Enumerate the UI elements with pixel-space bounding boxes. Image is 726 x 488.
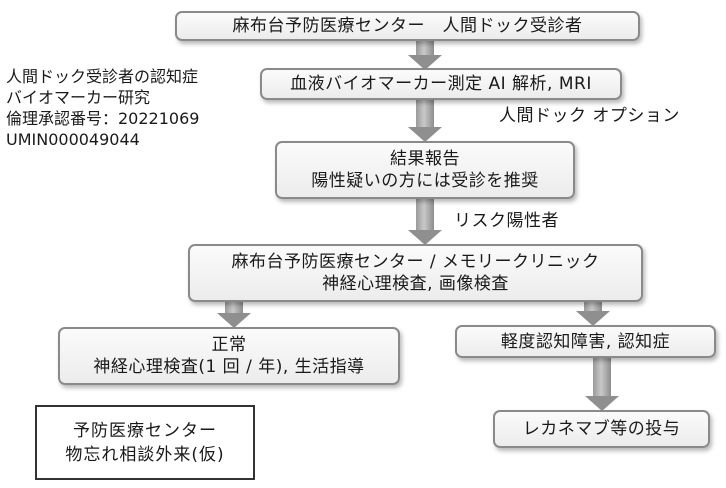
box-start: 麻布台予防医療センター 人間ドック受診者 xyxy=(175,11,640,41)
arrow-result-to-clinic xyxy=(408,199,442,245)
box-result-line-1: 結果報告 xyxy=(390,149,460,169)
box-normal-line-1: 正常 xyxy=(211,335,247,355)
arrow-clinic-to-normal xyxy=(217,302,251,328)
note-line-4: UMIN000049044 xyxy=(6,130,140,149)
box-outpatient: 予防医療センター 物忘れ相談外来(仮) xyxy=(35,405,255,480)
box-mci: 軽度認知障害, 認知症 xyxy=(455,325,716,358)
arrow-clinic-to-mci xyxy=(576,302,610,326)
box-clinic: 麻布台予防医療センター / メモリークリニック 神経心理検査, 画像検査 xyxy=(188,244,643,302)
label-risk-positive: リスク陽性者 xyxy=(454,211,559,231)
box-mci-text: 軽度認知障害, 認知症 xyxy=(500,331,671,352)
box-lecanemab-text: レカネマブ等の投与 xyxy=(522,419,681,439)
box-result-line-2: 陽性疑いの方には受診を推奨 xyxy=(311,171,539,191)
box-result: 結果報告 陽性疑いの方には受診を推奨 xyxy=(275,141,575,199)
note-line-3: 倫理承認番号：20221069 xyxy=(6,109,200,128)
box-outpatient-line-2: 物忘れ相談外来(仮) xyxy=(65,444,225,465)
box-clinic-line-2: 神経心理検査, 画像検査 xyxy=(322,274,509,294)
box-start-text: 麻布台予防医療センター 人間ドック受診者 xyxy=(232,16,583,36)
box-lecanemab: レカネマブ等の投与 xyxy=(493,410,710,448)
box-normal: 正常 神経心理検査(1 回 / 年), 生活指導 xyxy=(58,327,400,385)
arrow-biomarker-to-result xyxy=(408,100,442,142)
box-biomarker-text: 血液バイオマーカー測定 AI 解析, MRI xyxy=(290,74,592,94)
label-option: 人間ドック オプション xyxy=(499,106,680,126)
study-info-note: 人間ドック受診者の認知症 バイオマーカー研究 倫理承認番号：20221069 U… xyxy=(6,66,199,150)
arrow-mci-to-lecanemab xyxy=(585,358,619,411)
box-biomarker: 血液バイオマーカー測定 AI 解析, MRI xyxy=(260,68,622,100)
note-line-1: 人間ドック受診者の認知症 xyxy=(6,67,199,86)
box-outpatient-line-1: 予防医療センター xyxy=(73,420,217,441)
box-normal-line-2: 神経心理検査(1 回 / 年), 生活指導 xyxy=(93,357,365,377)
note-line-2: バイオマーカー研究 xyxy=(6,88,151,107)
box-clinic-line-1: 麻布台予防医療センター / メモリークリニック xyxy=(231,252,600,272)
arrow-start-to-biomarker xyxy=(408,40,442,70)
